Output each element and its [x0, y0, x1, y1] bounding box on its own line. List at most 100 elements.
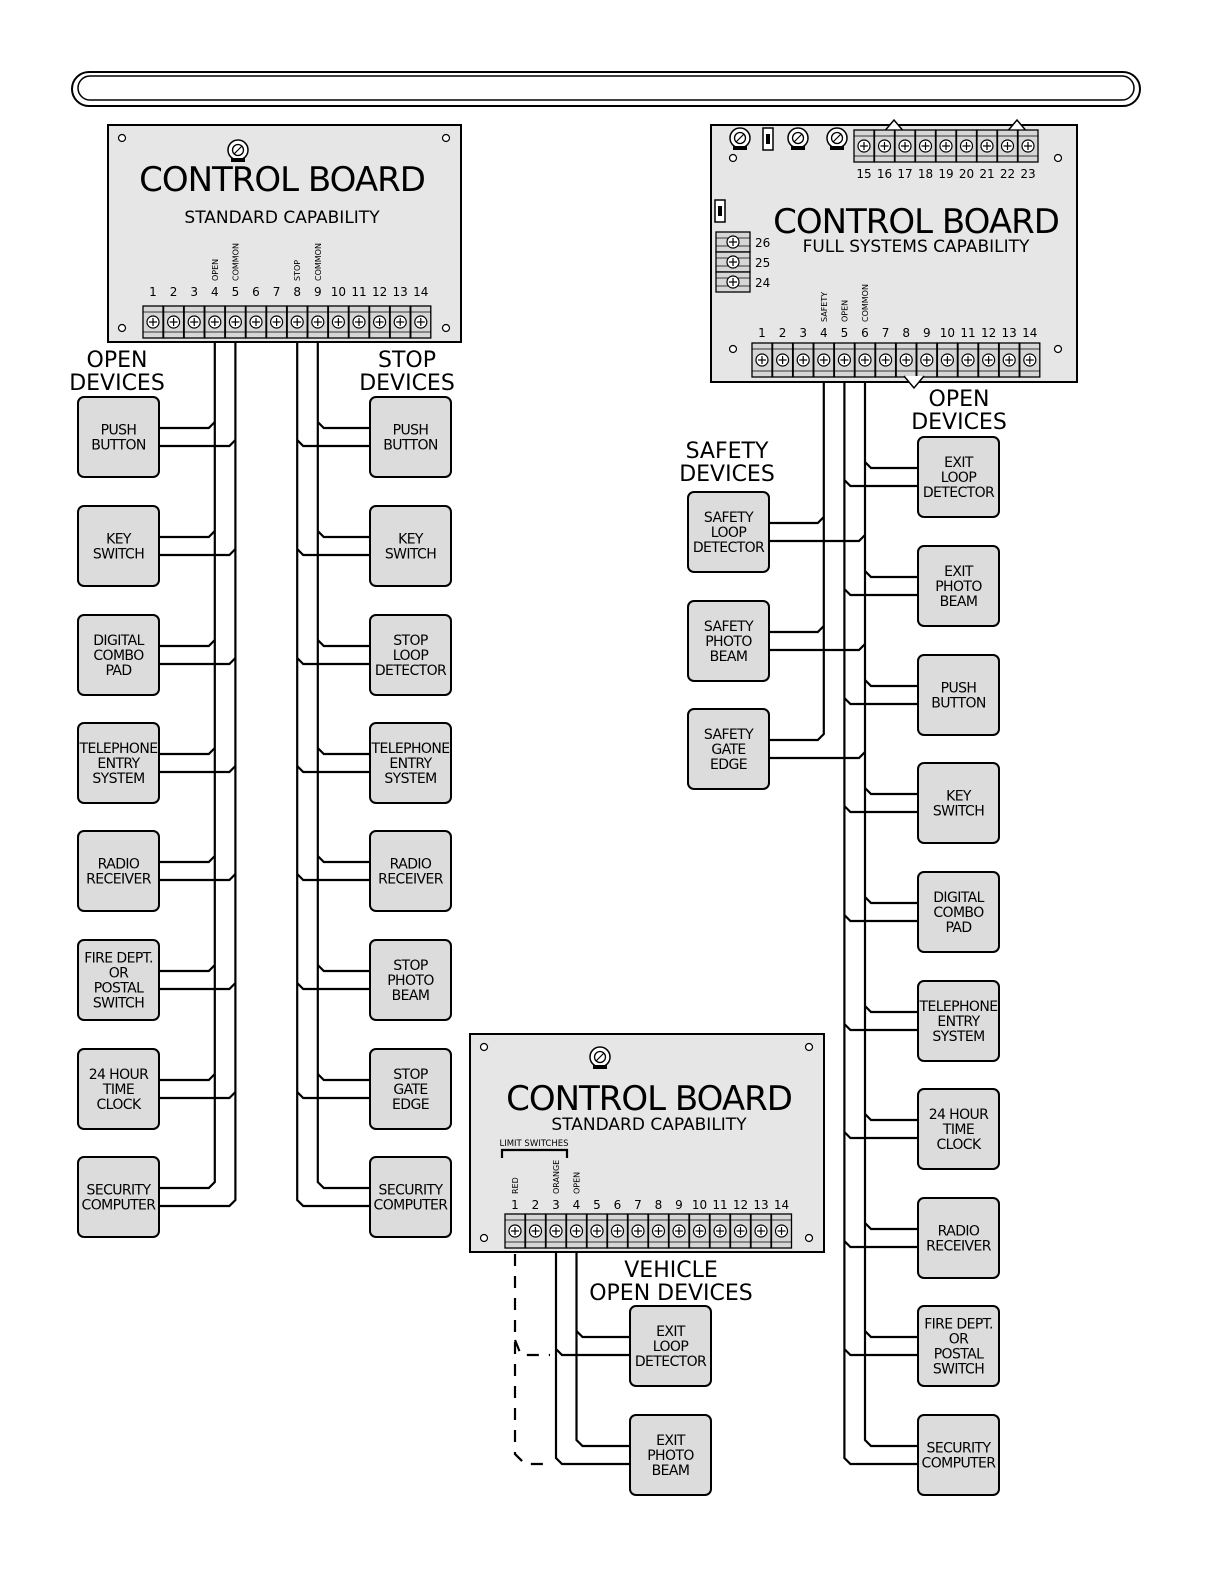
left-terminal-number-3: 3: [190, 285, 198, 299]
terminal-3: [183, 305, 205, 339]
right-terminal-number-5: 5: [841, 326, 849, 340]
stop-device-3-line: SYSTEM: [384, 771, 436, 787]
wire-open-branch: [159, 421, 216, 430]
right-terminal-label: SAFETY: [820, 292, 829, 322]
limit-switches-label: LIMIT SWITCHES: [499, 1139, 568, 1149]
stop-device-0-line: PUSH: [393, 423, 429, 439]
terminal-9: [916, 342, 938, 378]
stop-device-1-line: SWITCH: [385, 547, 436, 563]
wire-common-branch: [159, 657, 237, 666]
right-terminal-number-6: 6: [861, 326, 869, 340]
terminal-1: [142, 305, 164, 339]
stop-device-4-line: RECEIVER: [378, 872, 444, 888]
right-terminal-label: OPEN: [840, 300, 849, 322]
terminal-1: [751, 342, 773, 378]
terminal-5: [586, 1213, 608, 1249]
open-device-9-line: SECURITY: [927, 1441, 992, 1457]
terminal-2: [524, 1213, 547, 1249]
terminal-7: [265, 305, 288, 339]
open-device-0-line: PUSH: [101, 423, 137, 439]
top-terminal-number-19: 19: [938, 167, 953, 181]
terminal-10: [327, 305, 350, 339]
open-device-8-line: FIRE DEPT.: [924, 1317, 993, 1333]
top-terminal-number-17: 17: [897, 167, 912, 181]
header-bar: [71, 71, 1141, 107]
stop-device-2-line: DETECTOR: [375, 663, 447, 679]
left-terminal-number-1: 1: [149, 285, 157, 299]
stop-device-1-line: KEY: [398, 532, 424, 548]
wire-open-branch: [159, 855, 216, 864]
wire-common-branch: [864, 679, 918, 688]
safety-device-1-line: BEAM: [710, 649, 748, 665]
bottom-terminal-number-9: 9: [675, 1198, 683, 1212]
right-terminal-number-13: 13: [1002, 326, 1017, 340]
open-device-8-line: SWITCH: [933, 1362, 984, 1378]
terminal-14: [410, 305, 432, 339]
open-device-7-line: RADIO: [938, 1224, 980, 1240]
board-title: CONTROL BOARD: [773, 202, 1059, 242]
wire-common-branch: [317, 855, 370, 864]
terminal-8: [647, 1213, 670, 1249]
open-device-2-line: BUTTON: [931, 696, 986, 712]
wire-open-branch: [843, 1348, 918, 1357]
top-terminal-number-20: 20: [959, 167, 974, 181]
stop-device-0-line: BUTTON: [383, 438, 438, 454]
wire-common-branch: [555, 1348, 630, 1357]
stop-device-5-line: STOP: [393, 958, 428, 974]
wire-common-branch: [864, 570, 918, 579]
vehicle-device-1-line: PHOTO: [647, 1448, 694, 1464]
bottom-terminal-number-1: 1: [511, 1198, 519, 1212]
left-terminal-number-14: 14: [413, 285, 428, 299]
right-terminal-number-12: 12: [981, 326, 996, 340]
board-title: CONTROL BOARD: [139, 160, 425, 200]
stop-device-6-line: STOP: [393, 1067, 428, 1083]
right-terminal-number-10: 10: [940, 326, 955, 340]
top-terminal-number-21: 21: [979, 167, 994, 181]
wire-open-branch: [843, 1240, 918, 1249]
open-device-5-line: FIRE DEPT.: [84, 951, 153, 967]
terminal-10: [936, 342, 959, 378]
left-terminal-number-4: 4: [211, 285, 219, 299]
wire-common-branch: [769, 643, 866, 652]
terminal-1: [504, 1213, 526, 1249]
safety-device-1-line: PHOTO: [705, 634, 752, 650]
stop-device-3-line: ENTRY: [389, 756, 432, 772]
wire-open-branch: [159, 530, 216, 539]
bottom-terminal-number-14: 14: [774, 1198, 789, 1212]
open-device-5-line: SWITCH: [93, 996, 144, 1012]
open-device-2-line: DIGITAL: [93, 633, 144, 649]
bottom-terminal-number-5: 5: [593, 1198, 601, 1212]
wire-stop-branch: [296, 548, 370, 557]
wire-stop-branch: [296, 982, 370, 991]
bottom-terminal-number-4: 4: [573, 1198, 581, 1212]
vehicle-open-devices-label: OPEN DEVICES: [589, 1281, 753, 1306]
open-device-4-line: RADIO: [98, 857, 140, 873]
bottom-terminal-number-8: 8: [655, 1198, 663, 1212]
wire-open-branch: [843, 588, 918, 597]
terminal-5: [224, 305, 247, 339]
wire-stop-branch: [296, 873, 370, 882]
open-device-5-line: ENTRY: [937, 1014, 980, 1030]
vehicle-device-0-line: EXIT: [656, 1324, 686, 1340]
open-device-1-line: BEAM: [940, 594, 978, 610]
wire-common-branch: [317, 530, 370, 539]
safety-devices-label: SAFETY: [686, 439, 769, 464]
wire-common-branch: [159, 765, 237, 774]
top-terminal-22: [996, 129, 1019, 163]
wire-open-terminal-5: [843, 360, 918, 1466]
wire-common-branch: [317, 639, 370, 648]
side-terminal-25: [715, 251, 751, 273]
terminal-9: [668, 1213, 690, 1249]
wire-common-branch: [159, 982, 237, 991]
